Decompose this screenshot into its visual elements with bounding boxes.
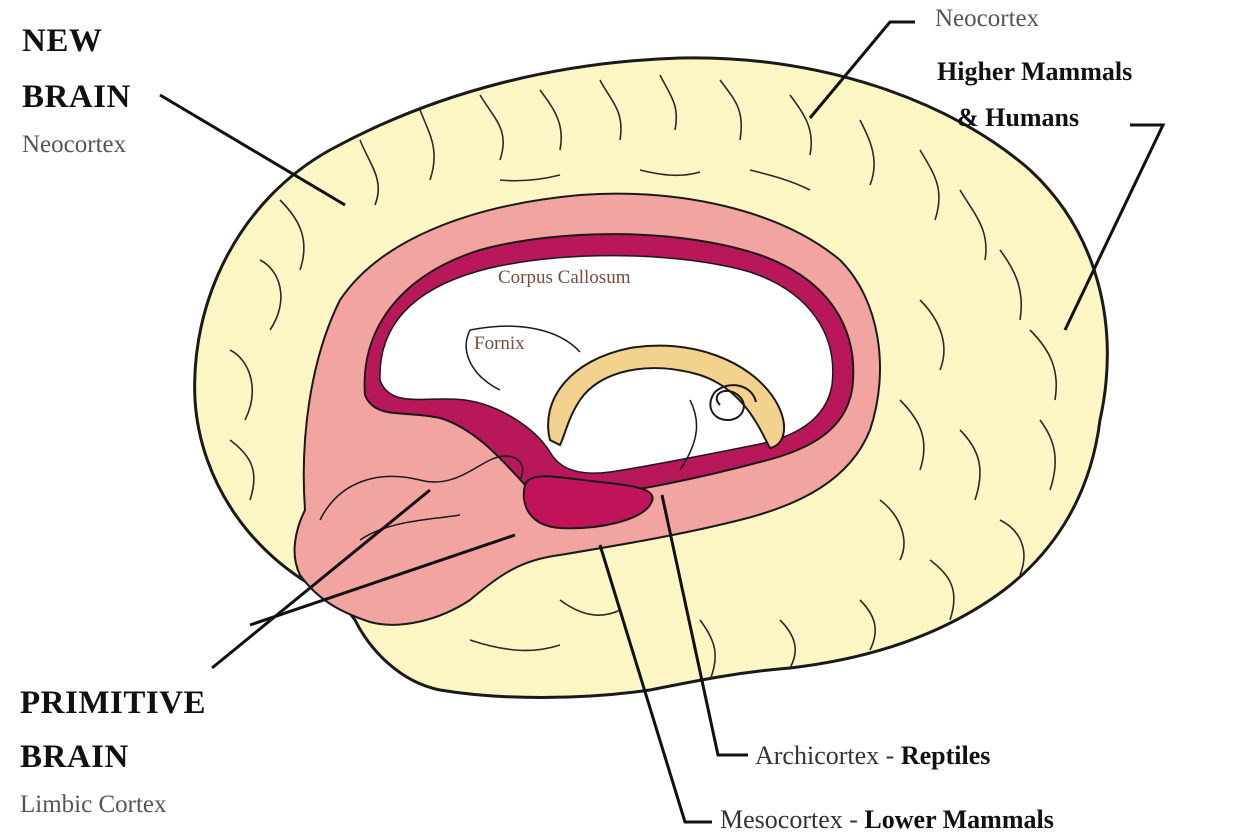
new-brain-subtitle: Neocortex [22, 132, 126, 158]
mesocortex-label: Mesocortex - Lower Mammals [720, 806, 1054, 833]
new-brain-title-line2: BRAIN [22, 80, 131, 115]
mesocortex-prefix: Mesocortex - [720, 805, 864, 834]
mesocortex-group: Lower Mammals [864, 805, 1053, 834]
corpus-callosum-label: Corpus Callosum [498, 268, 630, 288]
higher-mammals-label-line1: Higher Mammals [937, 58, 1132, 85]
archicortex-prefix: Archicortex - [755, 741, 901, 770]
fornix-label: Fornix [474, 334, 525, 354]
primitive-brain-subtitle: Limbic Cortex [20, 792, 167, 818]
primitive-brain-title-line1: PRIMITIVE [20, 686, 206, 721]
primitive-brain-title-line2: BRAIN [20, 740, 129, 775]
new-brain-title-line1: NEW [22, 24, 102, 59]
higher-mammals-label-line2: & Humans [957, 104, 1079, 131]
leader-higher-mammals [1065, 125, 1163, 330]
archicortex-group: Reptiles [901, 741, 991, 770]
leader-new-brain [160, 95, 345, 205]
neocortex-label: Neocortex [935, 6, 1039, 32]
archicortex-label: Archicortex - Reptiles [755, 742, 990, 769]
